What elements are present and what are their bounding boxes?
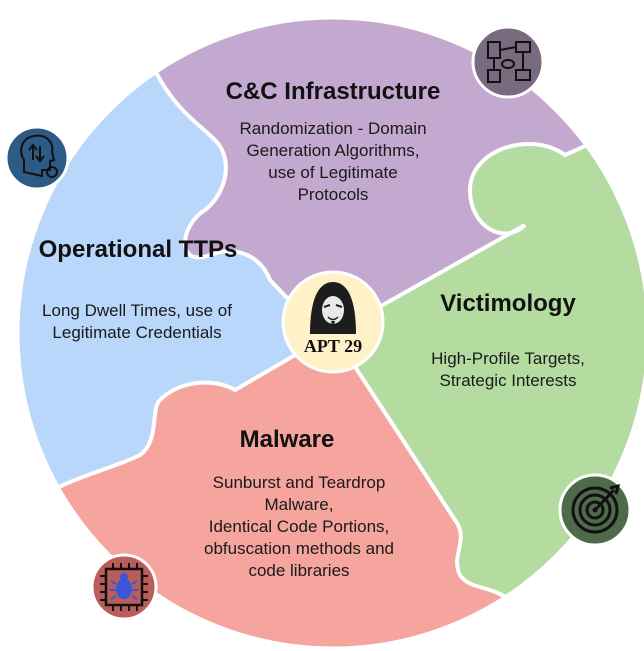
malware-title: Malware [239, 426, 335, 453]
mal-line: Malware, [264, 495, 334, 514]
mind-settings-icon [4, 125, 70, 191]
ops-line: Long Dwell Times, use of [42, 301, 232, 320]
target-icon [558, 473, 632, 547]
cc-infrastructure-text: Randomization - Domain Generation Algori… [200, 118, 466, 206]
hacker-icon [310, 282, 356, 334]
mal-line: Identical Code Portions, [208, 517, 390, 536]
malware-text: Sunburst and Teardrop Malware, Identical… [170, 472, 428, 582]
cc-line: use of Legitimate [268, 163, 398, 182]
cc-line: Protocols [297, 185, 369, 204]
victimology-text: High-Profile Targets, Strategic Interest… [398, 348, 618, 392]
cc-line: Generation Algorithms, [246, 141, 420, 160]
center-label: APT 29 [304, 336, 362, 356]
network-diagram-icon [471, 25, 545, 99]
cc-line: Randomization - Domain [239, 119, 427, 138]
victimology-title: Victimology [440, 290, 576, 317]
mal-line: Sunburst and Teardrop [212, 473, 386, 492]
operational-ttps-title: Operational TTPs [38, 236, 238, 263]
operational-ttps-text: Long Dwell Times, use of Legitimate Cred… [6, 300, 268, 344]
chip-bug-icon [90, 553, 158, 621]
mal-line: obfuscation methods and [204, 539, 394, 558]
ops-line: Legitimate Credentials [52, 323, 222, 342]
vic-line: High-Profile Targets, [431, 349, 585, 368]
vic-line: Strategic Interests [439, 371, 577, 390]
mal-line: code libraries [248, 561, 350, 580]
cc-infrastructure-title: C&C Infrastructure [225, 78, 441, 105]
